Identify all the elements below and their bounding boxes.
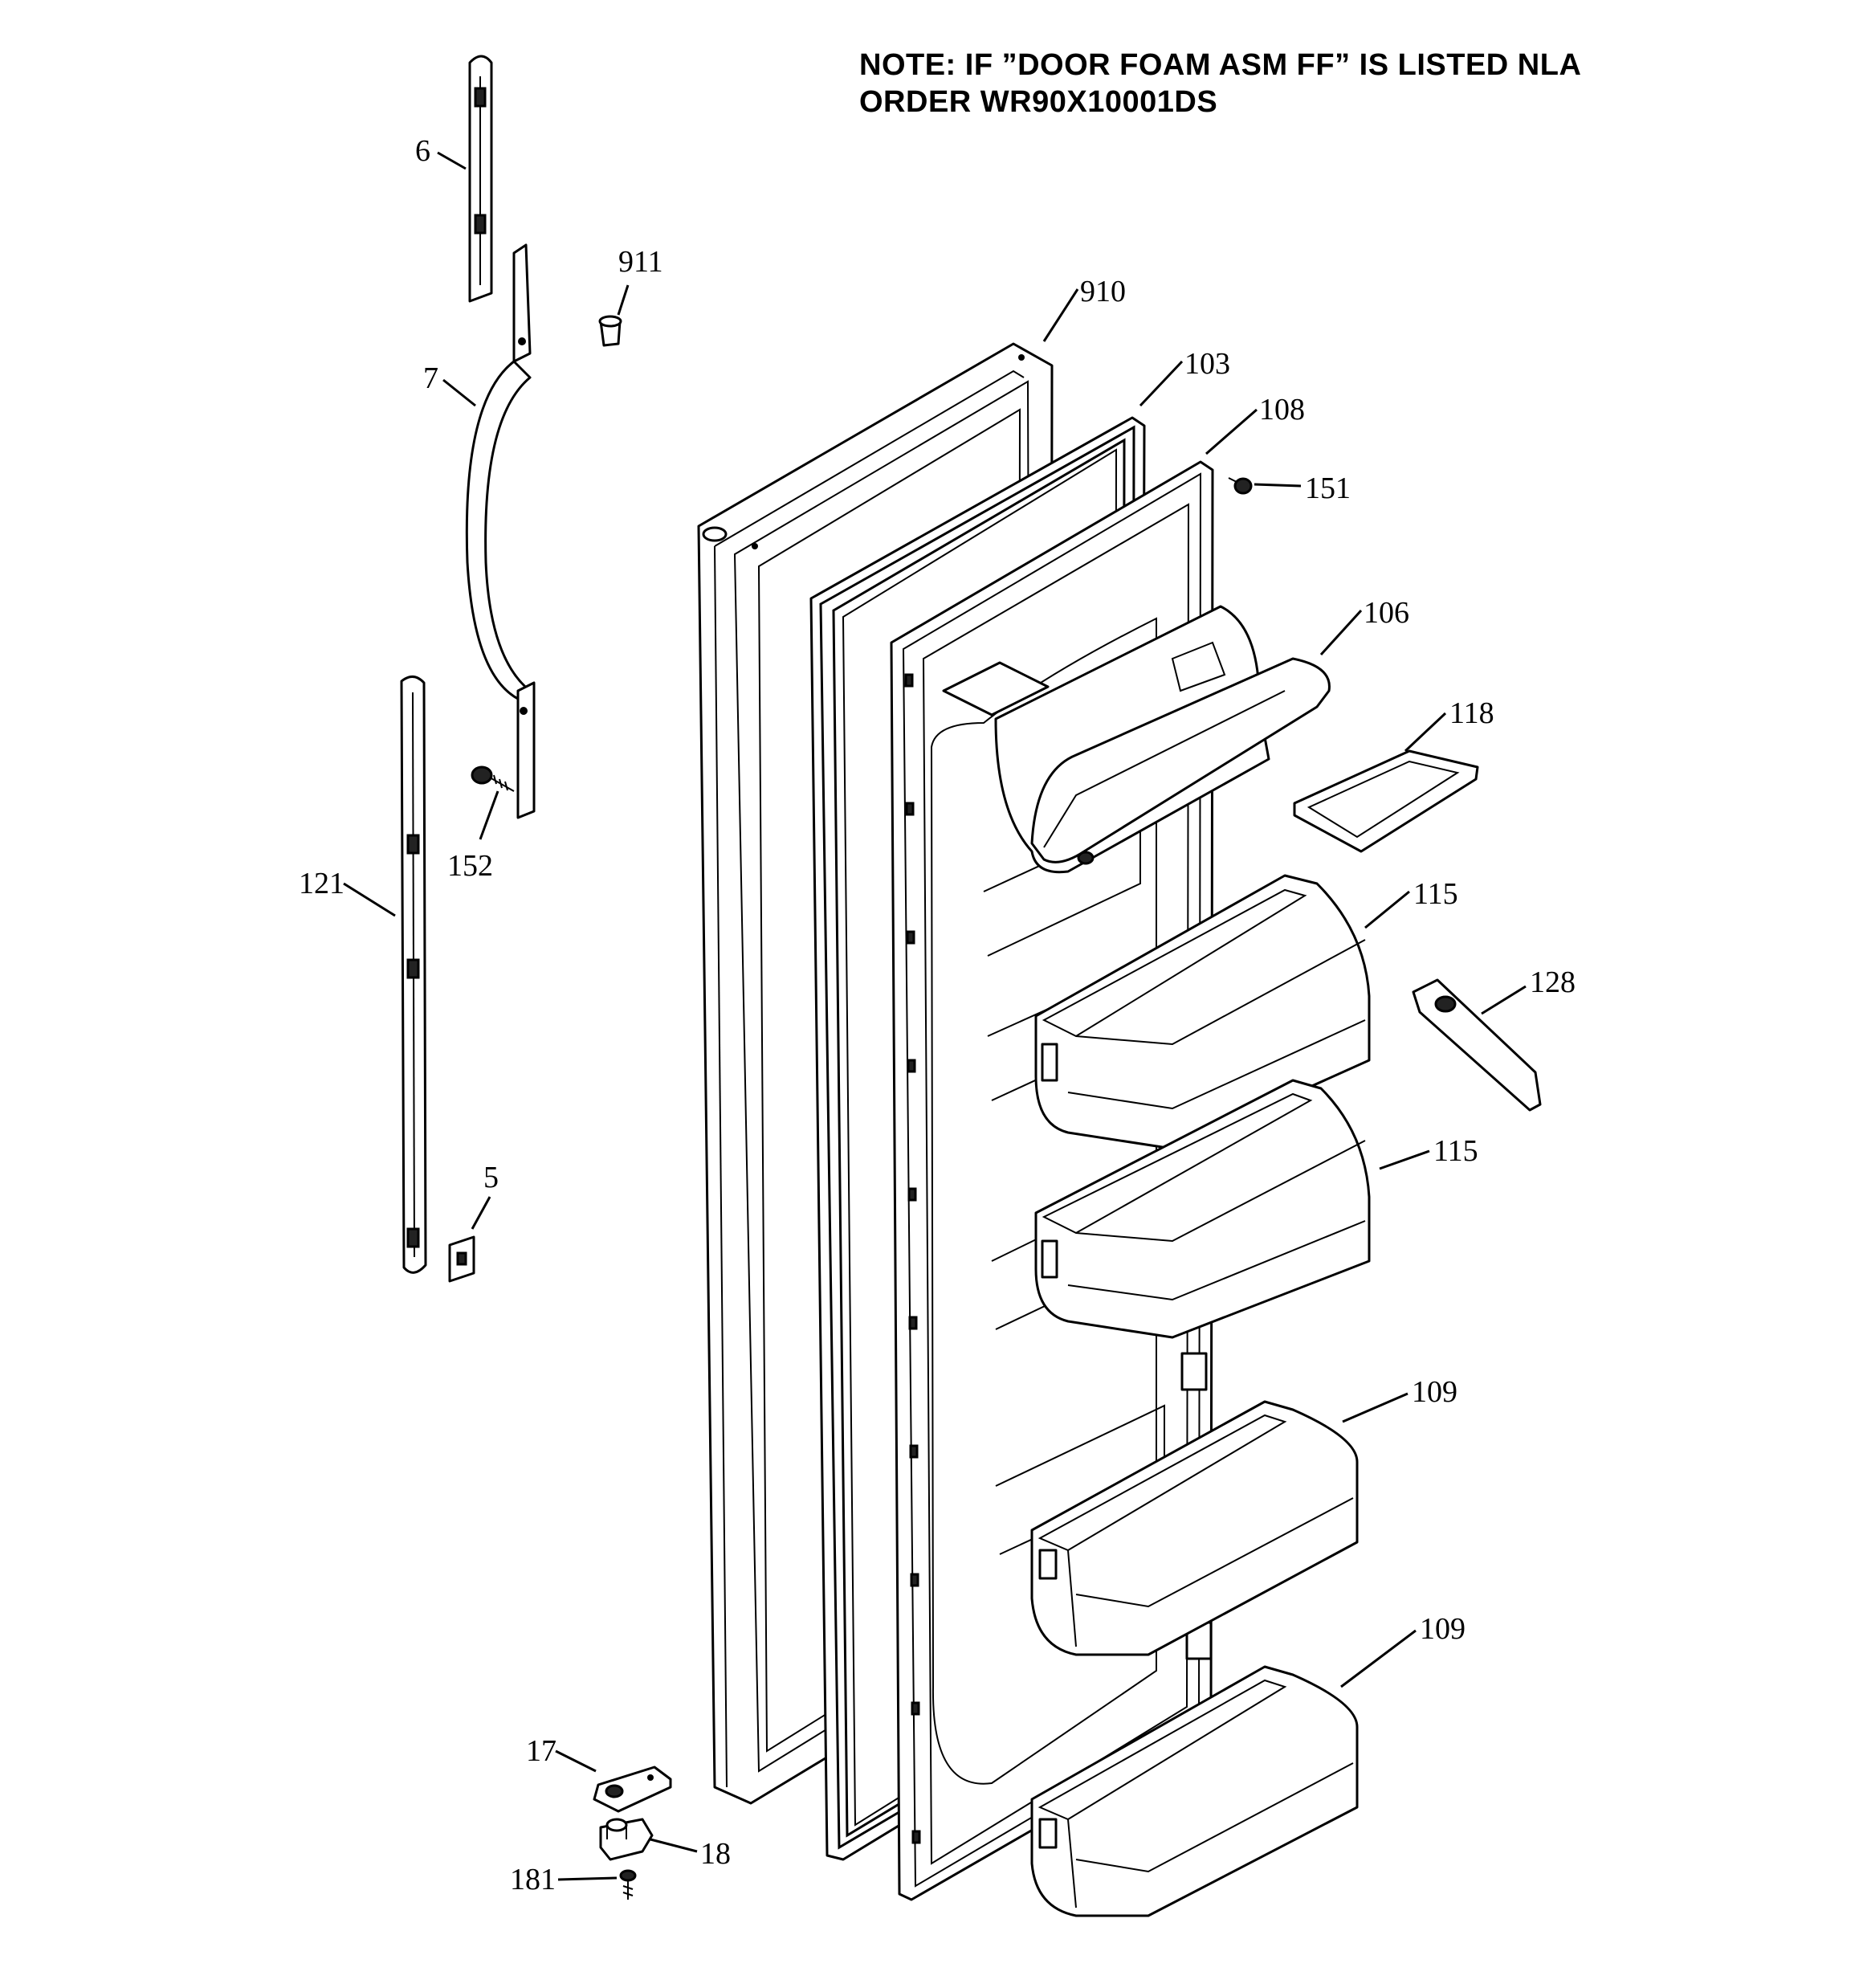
part-7-door-handle[interactable] xyxy=(465,243,536,819)
callout-18: 18 xyxy=(700,1837,731,1871)
part-151-screw[interactable] xyxy=(1228,477,1253,495)
callout-151: 151 xyxy=(1305,471,1351,505)
callout-115-upper: 115 xyxy=(1413,877,1458,911)
callout-108: 108 xyxy=(1259,393,1305,427)
part-118-tray[interactable] xyxy=(1293,749,1479,853)
note-line-1: NOTE: IF ”DOOR FOAM ASM FF” IS LISTED NL… xyxy=(859,48,1582,82)
part-18-hinge-pin[interactable] xyxy=(599,1818,654,1861)
part-106-dairy-cover[interactable] xyxy=(994,605,1331,874)
part-6-handle-trim[interactable] xyxy=(468,55,493,303)
part-17-hinge-plate[interactable] xyxy=(593,1766,672,1813)
part-128-divider[interactable] xyxy=(1412,978,1542,1112)
callout-labels: 6 7 911 910 103 108 151 106 118 152 121 … xyxy=(299,134,1576,1896)
callout-7: 7 xyxy=(423,361,438,395)
callout-103: 103 xyxy=(1184,347,1230,381)
callout-5: 5 xyxy=(483,1161,499,1194)
part-115-lower-bin[interactable] xyxy=(1034,1079,1371,1339)
diagram-note: NOTE: IF ”DOOR FOAM ASM FF” IS LISTED NL… xyxy=(859,47,1823,120)
part-115-upper-bin[interactable] xyxy=(1034,874,1371,1150)
callout-910: 910 xyxy=(1080,275,1126,308)
callout-17: 17 xyxy=(526,1734,556,1768)
part-911-plug[interactable] xyxy=(598,315,622,347)
note-line-2: ORDER WR90X10001DS xyxy=(859,85,1218,119)
callout-115-lower: 115 xyxy=(1433,1134,1478,1168)
part-109-lower-gallon-bin[interactable] xyxy=(1030,1665,1359,1917)
callout-911: 911 xyxy=(618,245,663,279)
callout-121: 121 xyxy=(299,867,344,900)
part-5-clip[interactable] xyxy=(448,1235,475,1283)
part-152-screw[interactable] xyxy=(471,765,515,792)
callout-118: 118 xyxy=(1449,696,1494,730)
callout-181: 181 xyxy=(510,1863,556,1896)
part-109-upper-gallon-bin[interactable] xyxy=(1030,1400,1359,1656)
callout-106: 106 xyxy=(1364,596,1409,630)
leader-lines xyxy=(343,151,1527,1881)
part-181-screw[interactable] xyxy=(619,1869,637,1900)
callout-128: 128 xyxy=(1530,965,1576,999)
callout-152: 152 xyxy=(447,849,493,883)
part-121-side-trim[interactable] xyxy=(400,676,427,1274)
liner-studs xyxy=(904,673,921,1844)
callout-6: 6 xyxy=(415,134,430,168)
callout-109-lower: 109 xyxy=(1420,1612,1466,1646)
callout-109-upper: 109 xyxy=(1412,1375,1457,1409)
